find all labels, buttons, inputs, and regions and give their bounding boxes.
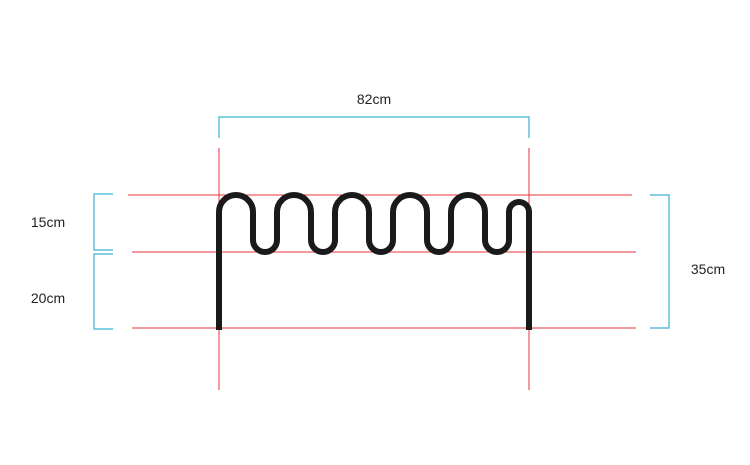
label-width: 82cm [357, 91, 391, 107]
bracket-bottom-height [93, 253, 113, 330]
label-bottom-height: 20cm [31, 290, 65, 306]
horizontal-guides [128, 194, 636, 329]
label-total-height: 35cm [691, 261, 725, 277]
label-top-height: 15cm [31, 214, 65, 230]
vertical-guides [218, 148, 530, 390]
bike-rack [216, 192, 532, 330]
bracket-total-height [650, 194, 670, 329]
dimension-brackets [93, 116, 670, 330]
bracket-width [218, 116, 530, 138]
bracket-top-height [93, 193, 113, 251]
